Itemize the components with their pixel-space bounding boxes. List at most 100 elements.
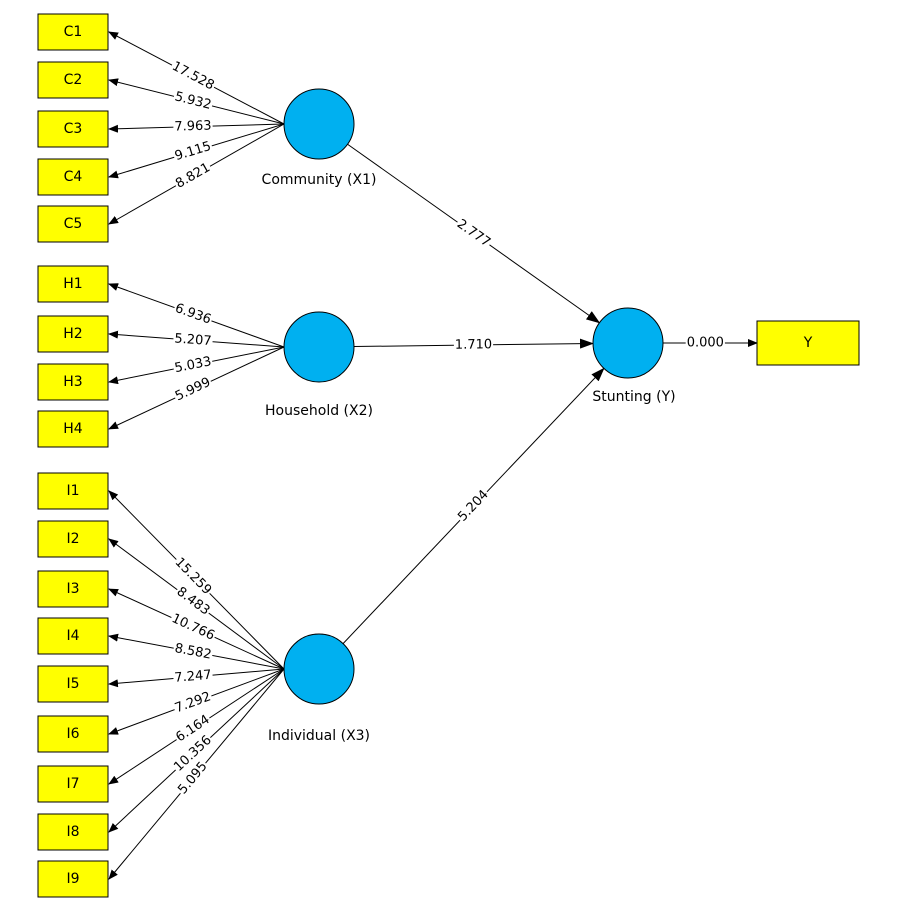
loading-value-i5: 7.247 (174, 668, 212, 686)
indicator-label: C2 (64, 72, 83, 88)
indicator-h4[interactable]: H4 (37, 410, 109, 448)
construct-circle (283, 633, 355, 705)
loading-value-yi: 0.000 (687, 336, 724, 351)
indicator-box (37, 520, 109, 558)
indicator-i6[interactable]: I6 (37, 715, 109, 753)
indicator-c2[interactable]: C2 (37, 61, 109, 99)
construct-label: Individual (X3) (268, 728, 370, 744)
loading-label-bg (172, 91, 214, 112)
loading-label-bg (172, 376, 214, 403)
indicator-box (37, 665, 109, 703)
indicator-label: I7 (66, 776, 79, 792)
loading-label-bg (172, 642, 214, 661)
loading-value-h4: 5.999 (173, 375, 213, 404)
loading-label-bg (169, 612, 217, 643)
indicator-box (37, 617, 109, 655)
loading-label-bg (173, 333, 213, 348)
loading-value-i3: 10.766 (169, 611, 217, 644)
indicator-label: H1 (63, 276, 82, 292)
construct-circle (283, 88, 355, 160)
indicator-i1[interactable]: I1 (37, 472, 109, 510)
indicator-box (37, 570, 109, 608)
construct-y[interactable]: Stunting (Y) (592, 307, 676, 405)
indicator-h1[interactable]: H1 (37, 265, 109, 303)
construct-x1[interactable]: Community (X1) (262, 88, 377, 188)
indicator-box (37, 158, 109, 196)
loading-value-c2: 5.932 (173, 89, 213, 113)
indicator-label: I4 (66, 628, 79, 644)
indicator-h2[interactable]: H2 (37, 315, 109, 353)
indicator-label: H3 (63, 374, 82, 390)
construct-circle (283, 311, 355, 383)
indicator-box (756, 320, 860, 366)
indicator-h3[interactable]: H3 (37, 363, 109, 401)
indicator-label: C4 (64, 169, 83, 185)
path-coefficient-x1: 2.777 (454, 217, 493, 251)
indicator-label: H4 (63, 421, 83, 437)
loading-label-bg (172, 690, 214, 715)
loading-value-i6: 7.292 (173, 689, 213, 716)
loading-value-i4: 8.582 (173, 641, 212, 663)
indicator-box (37, 765, 109, 803)
indicator-label: I5 (66, 676, 79, 692)
indicator-i3[interactable]: I3 (37, 570, 109, 608)
loading-value-h1: 6.936 (173, 301, 213, 328)
indicator-box (37, 472, 109, 510)
indicator-label: C1 (64, 24, 83, 40)
loading-label-bg (172, 140, 214, 163)
indicator-box (37, 13, 109, 51)
indicator-box (37, 265, 109, 303)
path-label-bg (456, 487, 491, 525)
indicator-box (37, 363, 109, 401)
loading-value-c4: 9.115 (173, 139, 213, 164)
loading-label-bg (172, 555, 214, 598)
loading-label-bg (171, 733, 215, 774)
loading-label-bg (173, 713, 213, 745)
indicator-label: C5 (64, 216, 83, 232)
construct-x2[interactable]: Household (X2) (265, 311, 373, 419)
indicator-box (37, 813, 109, 851)
loading-value-h2: 5.207 (174, 331, 212, 349)
loading-label-bg (173, 120, 213, 133)
loading-value-c3: 7.963 (174, 119, 212, 135)
path-label-bg (454, 217, 493, 250)
indicator-i9[interactable]: I9 (37, 860, 109, 898)
loading-value-c5: 8.821 (173, 160, 213, 191)
indicator-c3[interactable]: C3 (37, 110, 109, 148)
loading-label-bg (173, 161, 213, 191)
indicator-yi[interactable]: Y (756, 320, 860, 366)
indicator-box (37, 61, 109, 99)
construct-label: Stunting (Y) (592, 389, 675, 405)
loading-label-bg (169, 60, 217, 93)
indicator-i8[interactable]: I8 (37, 813, 109, 851)
path-label-bg (453, 339, 494, 351)
indicator-c1[interactable]: C1 (37, 13, 109, 51)
indicator-i7[interactable]: I7 (37, 765, 109, 803)
indicator-i2[interactable]: I2 (37, 520, 109, 558)
construct-circle (592, 307, 664, 379)
indicator-label: I1 (66, 483, 79, 499)
indicator-box (37, 315, 109, 353)
indicator-c5[interactable]: C5 (37, 205, 109, 243)
path-coefficient-x3: 5.204 (455, 487, 491, 524)
construct-x3[interactable]: Individual (X3) (268, 633, 370, 744)
construct-label: Community (X1) (262, 172, 377, 188)
indicator-i5[interactable]: I5 (37, 665, 109, 703)
indicator-label: C3 (64, 121, 83, 137)
indicator-c4[interactable]: C4 (37, 158, 109, 196)
indicator-label: I6 (66, 726, 79, 742)
loading-label-bg (685, 337, 725, 349)
construct-label: Household (X2) (265, 403, 373, 419)
indicator-box (37, 205, 109, 243)
indicator-box (37, 715, 109, 753)
loading-label-bg (173, 585, 213, 618)
indicator-label: H2 (63, 326, 82, 342)
indicator-label: Y (803, 335, 813, 351)
loading-label-bg (172, 355, 214, 375)
indicator-i4[interactable]: I4 (37, 617, 109, 655)
indicator-label: I9 (66, 871, 79, 887)
loading-label-bg (176, 759, 210, 797)
path-coefficient-x2: 1.710 (455, 337, 492, 352)
loading-label-bg (172, 302, 214, 327)
